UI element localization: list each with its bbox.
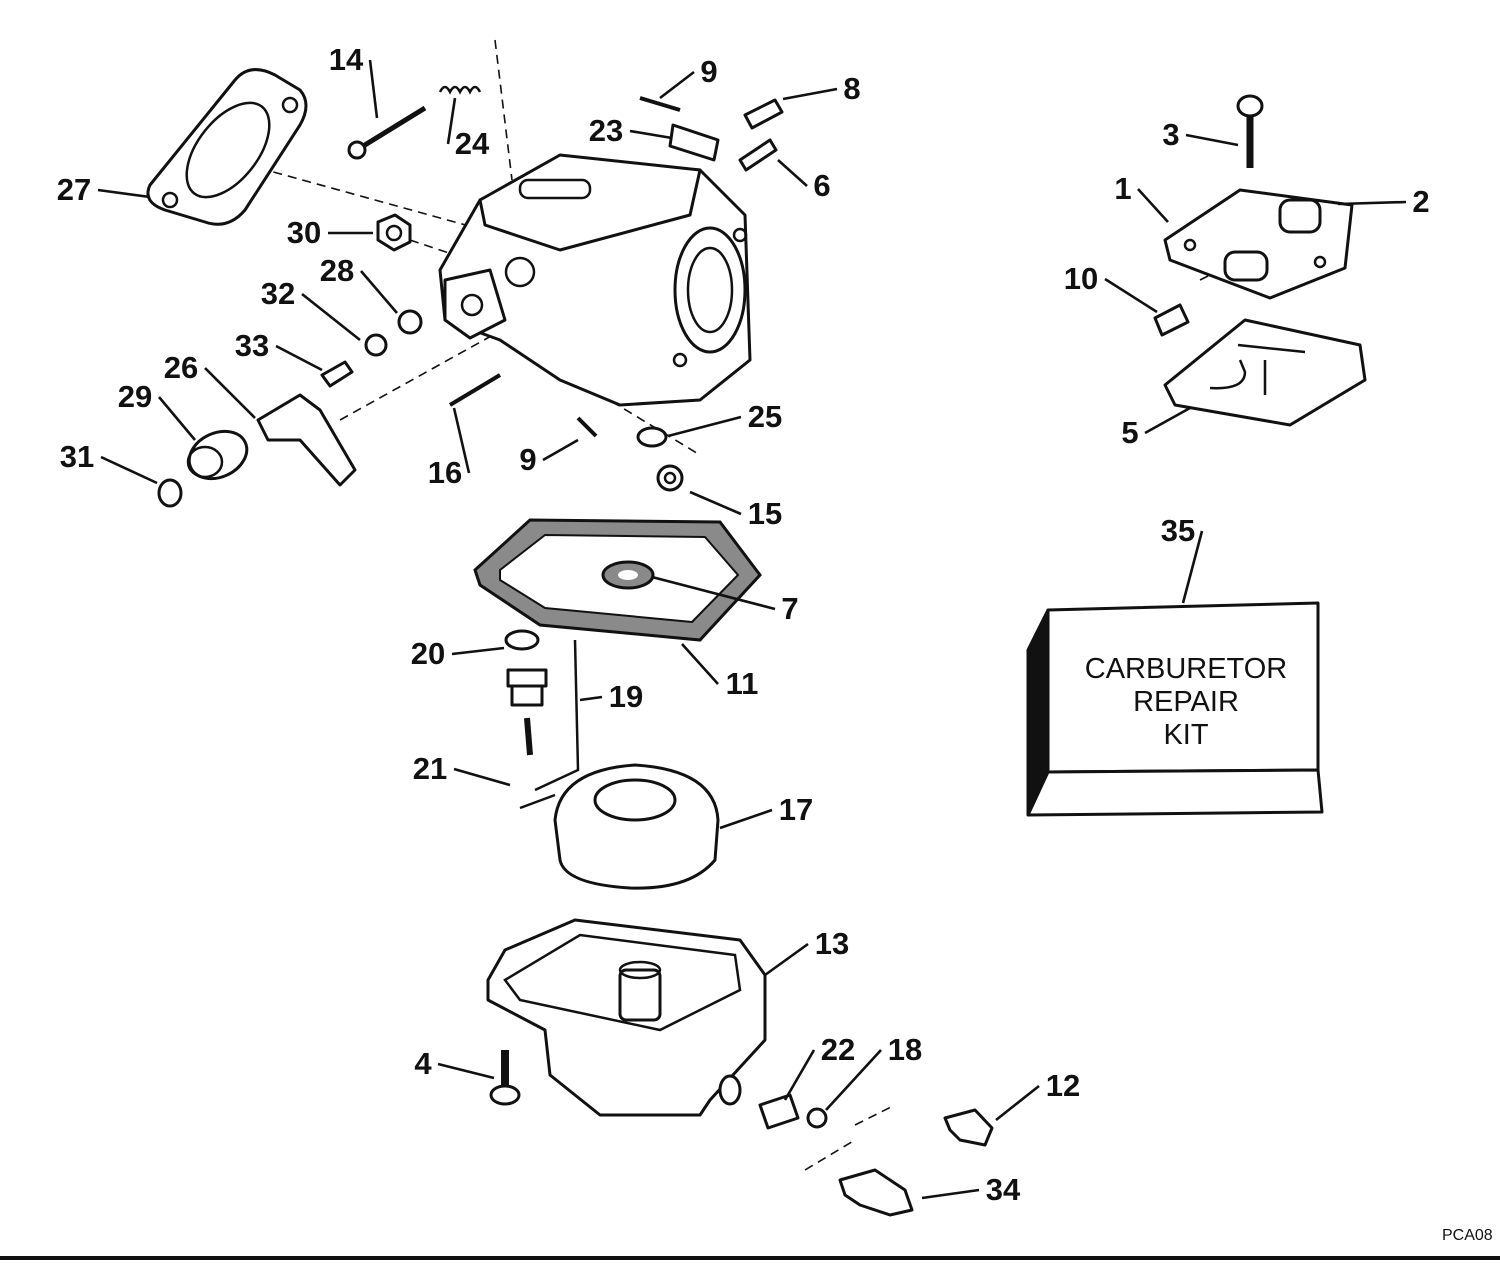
kit-label-line-3: KIT bbox=[1163, 719, 1208, 751]
callout-c22: 22 bbox=[821, 1032, 855, 1067]
flange-gasket-part bbox=[146, 68, 308, 226]
leader-line-c6 bbox=[777, 159, 808, 187]
callout-c24: 24 bbox=[455, 126, 490, 161]
callout-c14: 14 bbox=[329, 42, 364, 77]
leader-line-c35 bbox=[1181, 530, 1204, 604]
leader-line-c17 bbox=[719, 808, 773, 830]
leader-line-c2 bbox=[1337, 200, 1407, 206]
callout-c10: 10 bbox=[1064, 261, 1098, 296]
leader-line-c31 bbox=[100, 455, 158, 485]
leader-lines bbox=[97, 59, 1407, 1200]
callout-c9a: 9 bbox=[700, 54, 717, 89]
carburetor-body-part bbox=[438, 153, 752, 407]
leader-line-c9a bbox=[659, 70, 695, 100]
leader-line-c9b bbox=[542, 438, 579, 462]
callout-c1: 1 bbox=[1114, 171, 1131, 206]
leader-line-c24 bbox=[446, 97, 457, 145]
linkage-parts bbox=[157, 213, 684, 508]
callout-c8: 8 bbox=[843, 71, 860, 106]
small-hardware-top bbox=[639, 96, 784, 172]
callout-c31: 31 bbox=[60, 439, 94, 474]
repair-kit-box: CARBURETOR REPAIR KIT bbox=[1026, 601, 1324, 817]
callout-c12: 12 bbox=[1046, 1068, 1080, 1103]
callout-c13: 13 bbox=[815, 926, 849, 961]
leader-line-c15 bbox=[689, 490, 742, 516]
leader-line-c26 bbox=[204, 367, 256, 419]
callout-c4: 4 bbox=[414, 1046, 432, 1081]
leader-line-c16 bbox=[452, 407, 471, 474]
bottom-hardware-parts bbox=[489, 1050, 994, 1217]
leader-line-c8 bbox=[782, 87, 838, 101]
float-bowl-gasket-part bbox=[473, 518, 762, 642]
callout-c2: 2 bbox=[1412, 184, 1429, 219]
leader-line-c32 bbox=[301, 292, 361, 342]
leader-line-c14 bbox=[368, 59, 379, 119]
callout-c29: 29 bbox=[118, 379, 152, 414]
leader-line-c34 bbox=[921, 1188, 980, 1200]
leader-line-c19 bbox=[579, 695, 603, 702]
leader-line-c1 bbox=[1137, 188, 1169, 223]
leader-line-c27 bbox=[97, 188, 151, 199]
callout-c16: 16 bbox=[428, 455, 462, 490]
kit-label-line-2: REPAIR bbox=[1133, 686, 1239, 718]
callout-c28: 28 bbox=[320, 253, 354, 288]
leader-line-c22 bbox=[783, 1049, 816, 1101]
leader-line-c28 bbox=[360, 270, 398, 314]
leader-line-c18 bbox=[825, 1049, 882, 1111]
callout-c26: 26 bbox=[164, 350, 198, 385]
leader-line-c33 bbox=[275, 344, 323, 372]
callout-c23: 23 bbox=[589, 113, 623, 148]
leader-line-c12 bbox=[995, 1084, 1040, 1122]
callout-c3: 3 bbox=[1162, 117, 1179, 152]
leader-line-c7 bbox=[651, 575, 776, 611]
fuel-pump-cover-parts bbox=[1153, 94, 1367, 427]
leader-line-c13 bbox=[764, 942, 809, 977]
callout-c15: 15 bbox=[748, 496, 782, 531]
callout-c35: 35 bbox=[1161, 513, 1195, 548]
leader-line-c10 bbox=[1104, 277, 1158, 314]
callout-c17: 17 bbox=[779, 792, 813, 827]
figure-code: PCA08 bbox=[1442, 1227, 1493, 1244]
float-bowl-part bbox=[486, 918, 767, 1117]
leader-line-c3 bbox=[1185, 133, 1239, 147]
callout-c33: 33 bbox=[235, 328, 269, 363]
leader-line-c4 bbox=[437, 1062, 495, 1080]
leader-line-c11 bbox=[681, 643, 719, 685]
leader-line-c29 bbox=[158, 396, 196, 441]
leader-line-c25 bbox=[667, 415, 742, 438]
leader-line-c5 bbox=[1144, 406, 1191, 435]
leader-line-c20 bbox=[451, 646, 505, 656]
callout-c25: 25 bbox=[748, 399, 782, 434]
callout-c30: 30 bbox=[287, 215, 321, 250]
callout-c7: 7 bbox=[781, 591, 798, 626]
leader-line-c23 bbox=[629, 129, 673, 140]
callout-c32: 32 bbox=[261, 276, 295, 311]
callout-c19: 19 bbox=[609, 679, 643, 714]
callout-c18: 18 bbox=[888, 1032, 922, 1067]
float-needle-parts bbox=[504, 629, 720, 890]
screw-and-spring-parts bbox=[347, 85, 482, 160]
callout-c11: 11 bbox=[726, 666, 759, 701]
callout-c27: 27 bbox=[57, 172, 91, 207]
callout-c9b: 9 bbox=[519, 442, 536, 477]
kit-label-line-1: CARBURETOR bbox=[1085, 653, 1288, 685]
callout-c5: 5 bbox=[1121, 415, 1138, 450]
leader-line-c21 bbox=[453, 767, 511, 787]
callout-c21: 21 bbox=[413, 751, 447, 786]
callout-c6: 6 bbox=[813, 168, 830, 203]
callout-c34: 34 bbox=[986, 1172, 1021, 1207]
callout-c20: 20 bbox=[411, 636, 445, 671]
